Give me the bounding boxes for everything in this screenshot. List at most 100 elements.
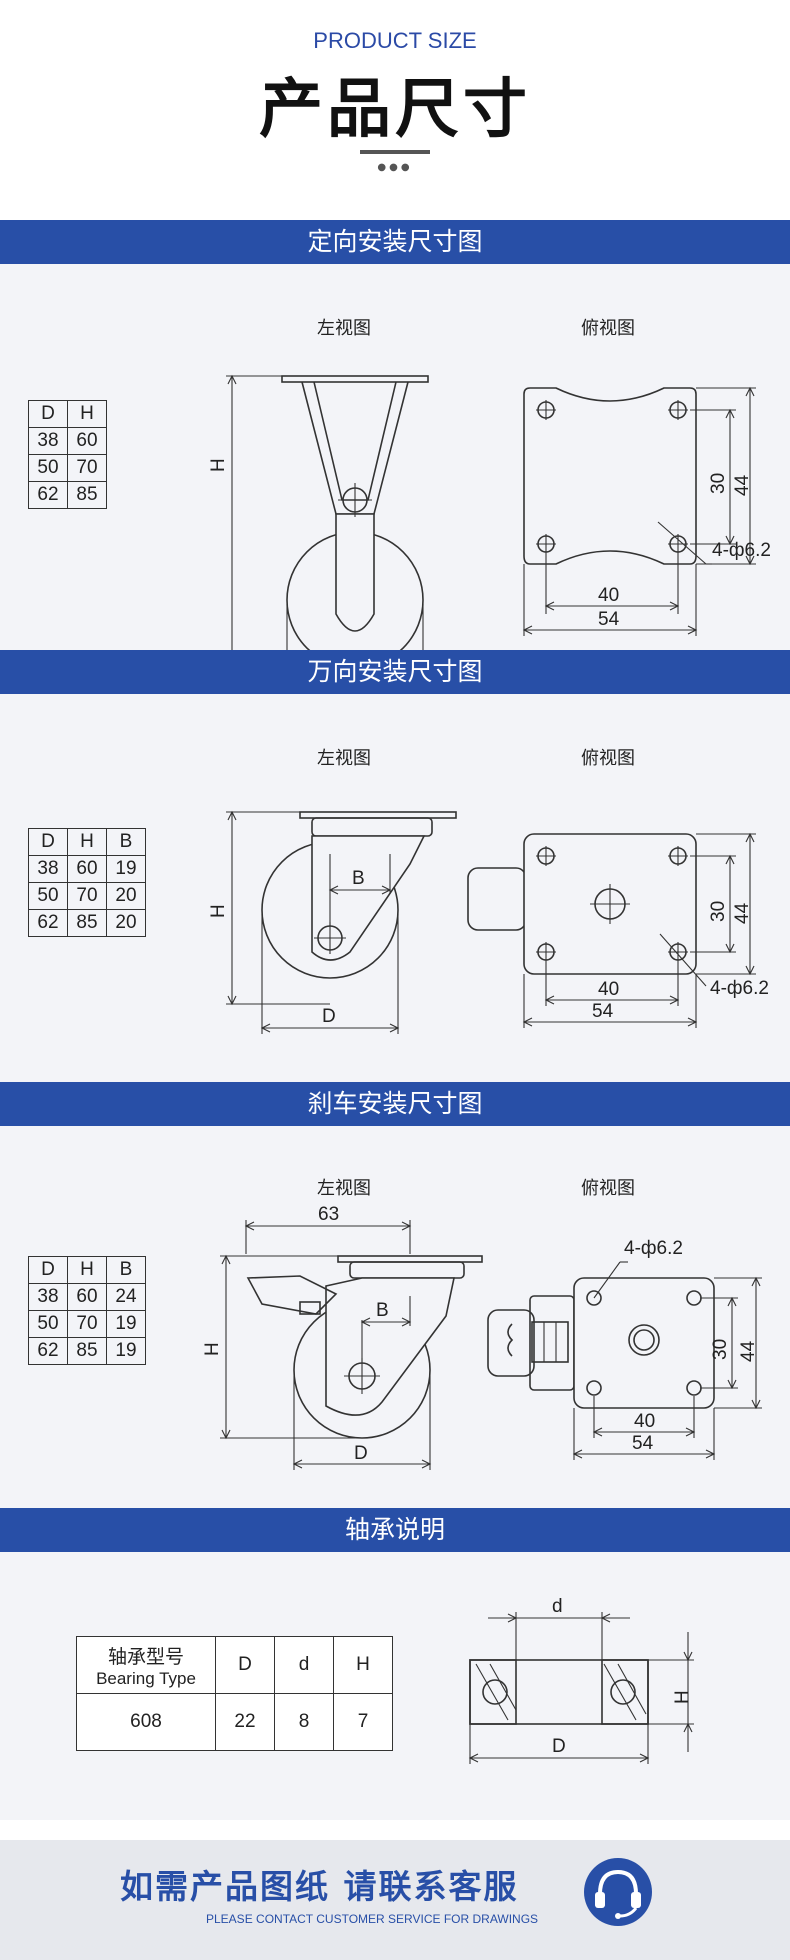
table-cell: 85 — [67, 1337, 107, 1365]
bearing-type-header-cn: 轴承型号 — [107, 1646, 184, 1668]
section-title-fixed: 定向安装尺寸图 — [0, 220, 790, 264]
bearing-type-header-en: Bearing Type — [96, 1668, 196, 1688]
table-header: B — [106, 828, 146, 856]
hole-dimension-label: 4-ф6.2 — [624, 1238, 683, 1259]
table-header: D — [28, 1256, 68, 1284]
table-row: 38 60 — [28, 427, 107, 455]
table-cell: 70 — [67, 454, 107, 482]
w44-dimension-label: 44 — [738, 1340, 759, 1362]
bearing-section-drawing: d H D — [468, 1596, 694, 1764]
table-row: 50 70 20 — [28, 882, 146, 910]
table-cell: 62 — [28, 1337, 68, 1365]
swivel-dimension-table: D H B 38 60 19 50 70 20 62 85 20 — [28, 828, 146, 937]
top-view-label: 俯视图 — [581, 748, 635, 769]
table-cell: 60 — [67, 1283, 107, 1311]
footer-contact-subtext: PLEASE CONTACT CUSTOMER SERVICE FOR DRAW… — [206, 1912, 539, 1926]
table-header: H — [67, 1256, 107, 1284]
w40-dimension-label: 40 — [634, 1411, 655, 1432]
d-big-dimension-label: D — [552, 1736, 566, 1757]
table-cell: 62 — [28, 481, 68, 509]
table-cell: 22 — [215, 1693, 275, 1751]
table-cell: 8 — [274, 1693, 334, 1751]
table-cell: 19 — [106, 1337, 146, 1365]
d-dimension-label: D — [322, 1006, 336, 1027]
top-view-label: 俯视图 — [581, 1178, 635, 1199]
panel-brake: 左视图 俯视图 D H B 38 60 24 50 70 19 62 85 19… — [0, 1126, 790, 1508]
title-dots: ●●● — [377, 162, 413, 173]
w44-dimension-label: 44 — [732, 474, 753, 496]
table-cell: 38 — [28, 427, 68, 455]
page-title: 产品尺寸 — [259, 73, 531, 147]
bearing-type-header: 轴承型号 Bearing Type — [76, 1636, 216, 1694]
headset-icon — [584, 1858, 652, 1926]
w63-dimension-label: 63 — [318, 1204, 339, 1225]
fixed-top-view-drawing: 30 44 40 54 4-ф6.2 — [522, 386, 771, 636]
section-title-swivel: 万向安装尺寸图 — [0, 650, 790, 694]
left-view-label: 左视图 — [317, 318, 371, 339]
table-cell: 24 — [106, 1283, 146, 1311]
table-row: 38 60 24 — [28, 1283, 146, 1311]
table-header: D — [215, 1636, 275, 1694]
footer-contact-text: 如需产品图纸 请联系客服 — [120, 1867, 519, 1906]
panel-fixed: 左视图 俯视图 D H 38 60 50 70 62 85 H — [0, 264, 790, 712]
w40-dimension-label: 40 — [598, 979, 619, 1000]
table-cell: 85 — [67, 481, 107, 509]
table-cell: 85 — [67, 909, 107, 937]
w30-dimension-label: 30 — [708, 473, 729, 494]
brake-left-view-drawing: 63 B H D — [202, 1204, 483, 1470]
table-header: H — [333, 1636, 393, 1694]
b-dimension-label: B — [376, 1300, 389, 1321]
hole-dimension-label: 4-ф6.2 — [710, 978, 769, 999]
table-row: D H B — [28, 828, 146, 856]
h-dimension-label: H — [672, 1690, 693, 1704]
table-cell: 7 — [333, 1693, 393, 1751]
left-view-label: 左视图 — [317, 1178, 371, 1199]
w54-dimension-label: 54 — [632, 1433, 654, 1454]
h-dimension-label: H — [208, 904, 229, 918]
h-dimension-label: H — [208, 458, 229, 472]
hole-dimension-label: 4-ф6.2 — [712, 540, 771, 561]
page-subtitle: PRODUCT SIZE — [313, 28, 477, 53]
w30-dimension-label: 30 — [710, 1339, 731, 1360]
table-cell: 62 — [28, 909, 68, 937]
panel-swivel: 左视图 俯视图 D H B 38 60 19 50 70 20 62 85 20 — [0, 694, 790, 1082]
bearing-table: 轴承型号 Bearing Type D d H 608 22 8 7 — [76, 1636, 393, 1751]
d-small-dimension-label: d — [552, 1596, 563, 1617]
brake-dimension-table: D H B 38 60 24 50 70 19 62 85 19 — [28, 1256, 146, 1365]
w54-dimension-label: 54 — [592, 1001, 614, 1022]
w54-dimension-label: 54 — [598, 609, 620, 630]
table-row: D H B — [28, 1256, 146, 1284]
h-dimension-label: H — [202, 1342, 223, 1356]
w44-dimension-label: 44 — [732, 902, 753, 924]
brake-top-view-drawing: 4-ф6.2 30 44 40 54 — [487, 1238, 762, 1460]
table-row: 62 85 — [28, 481, 107, 509]
table-row: 608 22 8 7 — [76, 1693, 393, 1751]
table-row: 38 60 19 — [28, 855, 146, 883]
page-header: PRODUCT SIZE 产品尺寸 ●●● — [0, 0, 790, 218]
table-row: 50 70 — [28, 454, 107, 482]
table-cell: 60 — [67, 427, 107, 455]
table-cell: 70 — [67, 882, 107, 910]
w30-dimension-label: 30 — [708, 901, 729, 922]
table-cell: 19 — [106, 855, 146, 883]
table-row: 62 85 19 — [28, 1337, 146, 1365]
swivel-top-view-drawing: 30 44 40 54 4-ф6.2 — [467, 832, 769, 1028]
table-header: H — [67, 828, 107, 856]
footer-banner: 如需产品图纸 请联系客服 PLEASE CONTACT CUSTOMER SER… — [0, 1840, 790, 1960]
table-cell: 608 — [76, 1693, 216, 1751]
table-header: D — [28, 400, 68, 428]
left-view-label: 左视图 — [317, 748, 371, 769]
d-dimension-label: D — [354, 1443, 368, 1464]
fixed-dimension-table: D H 38 60 50 70 62 85 — [28, 400, 107, 509]
section-title-bearing: 轴承说明 — [0, 1508, 790, 1552]
top-view-label: 俯视图 — [581, 318, 635, 339]
table-row: 62 85 20 — [28, 909, 146, 937]
table-row: 轴承型号 Bearing Type D d H — [76, 1636, 393, 1694]
swivel-left-view-drawing: B H D — [208, 810, 457, 1034]
table-cell: 20 — [106, 909, 146, 937]
table-cell: 60 — [67, 855, 107, 883]
title-underline — [360, 150, 430, 154]
panel-bearing: 轴承型号 Bearing Type D d H 608 22 8 7 d H — [0, 1552, 790, 1820]
table-header: B — [106, 1256, 146, 1284]
b-dimension-label: B — [352, 868, 365, 889]
